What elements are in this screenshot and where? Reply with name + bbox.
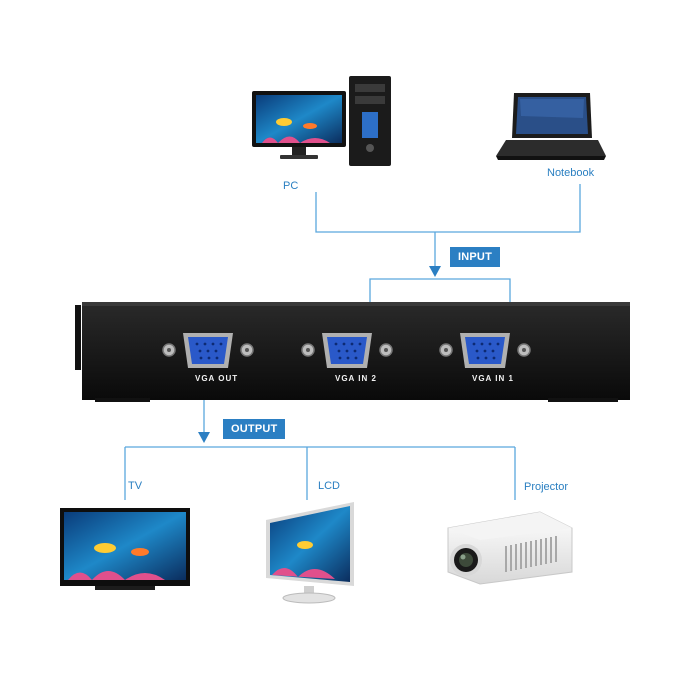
notebook-label: Notebook bbox=[547, 167, 595, 179]
vga-in1-port bbox=[439, 333, 531, 368]
tv-image bbox=[60, 508, 190, 590]
pc-line bbox=[315, 192, 435, 233]
input-arrow-icon bbox=[429, 266, 441, 277]
tv-label: TV bbox=[128, 480, 143, 492]
vga-out-port bbox=[162, 333, 254, 368]
projector-label: Projector bbox=[524, 481, 569, 493]
vga-out-label: VGA OUT bbox=[195, 374, 239, 383]
pc-image bbox=[252, 76, 391, 166]
vga-in2-label: VGA IN 2 bbox=[335, 374, 377, 383]
notebook-line bbox=[435, 184, 581, 233]
pc-label: PC bbox=[283, 180, 299, 192]
lcd-image bbox=[266, 502, 354, 604]
output-arrow-icon bbox=[198, 432, 210, 443]
input-tag: INPUT bbox=[450, 247, 500, 267]
projector-image bbox=[447, 511, 573, 585]
vga-in1-label: VGA IN 1 bbox=[472, 374, 514, 383]
lcd-label: LCD bbox=[318, 480, 341, 492]
notebook-image bbox=[496, 93, 606, 160]
output-tag: OUTPUT bbox=[223, 419, 286, 439]
vga-in2-port bbox=[301, 333, 393, 368]
